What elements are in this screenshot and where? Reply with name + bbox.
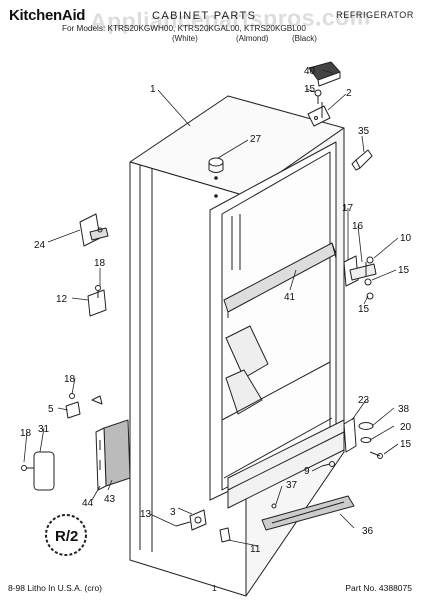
base-grille — [261, 495, 355, 531]
callout-36: 36 — [362, 526, 374, 537]
callout-12: 12 — [56, 294, 68, 305]
lower-hinge — [343, 417, 383, 459]
callout-10: 10 — [400, 233, 412, 244]
callout-5: 5 — [48, 404, 54, 415]
callout-18-a: 18 — [94, 258, 106, 269]
callout-17: 17 — [342, 203, 354, 214]
side-cover — [21, 451, 55, 491]
callout-2: 2 — [346, 88, 352, 99]
callout-20: 20 — [400, 422, 412, 433]
hinge-pin — [351, 149, 373, 171]
stamp-text: R/2 — [55, 528, 78, 545]
callout-9: 9 — [304, 466, 310, 477]
callout-40: 40 — [304, 66, 316, 77]
callout-41: 41 — [284, 292, 296, 303]
callout-15-top: 15 — [304, 84, 316, 95]
callout-18-c: 18 — [20, 428, 32, 439]
callout-35: 35 — [358, 126, 370, 137]
brand-logo: KitchenAid — [9, 7, 86, 24]
callout-18-b: 18 — [64, 374, 76, 385]
callout-11: 11 — [250, 544, 261, 555]
callout-27: 27 — [250, 134, 262, 145]
footer-part-number: Part No. 4388075 — [345, 583, 412, 593]
model-line: For Models: KTRS20KGWH00, KTRS20KGAL00, … — [62, 24, 306, 33]
top-plug — [208, 157, 224, 198]
footer-page-number: 1 — [212, 583, 217, 593]
callout-37: 37 — [286, 480, 298, 491]
bracket-left — [79, 213, 109, 247]
callout-3: 3 — [170, 507, 176, 518]
side-trim — [95, 419, 131, 491]
color-label-almond: (Almond) — [236, 34, 269, 43]
callout-labels: 1 2 3 5 9 10 11 12 13 15 15 15 15 16 17 … — [20, 66, 412, 555]
callout-44: 44 — [82, 498, 94, 509]
callout-16: 16 — [352, 221, 364, 232]
screw-top — [314, 89, 322, 104]
top-hinge — [307, 102, 331, 127]
callout-38: 38 — [398, 404, 410, 415]
leader-lines — [23, 69, 399, 547]
callout-31: 31 — [38, 424, 50, 435]
color-label-black: (Black) — [292, 34, 317, 43]
center-rail — [223, 242, 337, 318]
center-hinge-left — [87, 285, 107, 317]
page-title: CABINET PARTS — [152, 10, 257, 22]
callout-43: 43 — [104, 494, 116, 505]
cabinet-body — [129, 95, 345, 597]
callout-24: 24 — [34, 240, 46, 251]
callout-15-hinge-a: 15 — [398, 265, 410, 276]
callout-15-hinge-b: 15 — [358, 304, 370, 315]
callout-15-lower: 15 — [400, 439, 412, 450]
callout-13: 13 — [140, 509, 152, 520]
screw-nine — [321, 461, 335, 467]
footer-litho: 8-98 Litho In U.S.A. (cro) — [8, 583, 103, 593]
revision-stamp — [45, 514, 87, 556]
center-hinge-right — [343, 255, 377, 300]
leveler — [175, 509, 231, 543]
callout-23: 23 — [358, 395, 370, 406]
door-stop — [65, 393, 103, 419]
color-label-white: (White) — [172, 34, 198, 43]
callout-1: 1 — [150, 84, 156, 95]
appliance-category: REFRIGERATOR — [336, 10, 414, 20]
